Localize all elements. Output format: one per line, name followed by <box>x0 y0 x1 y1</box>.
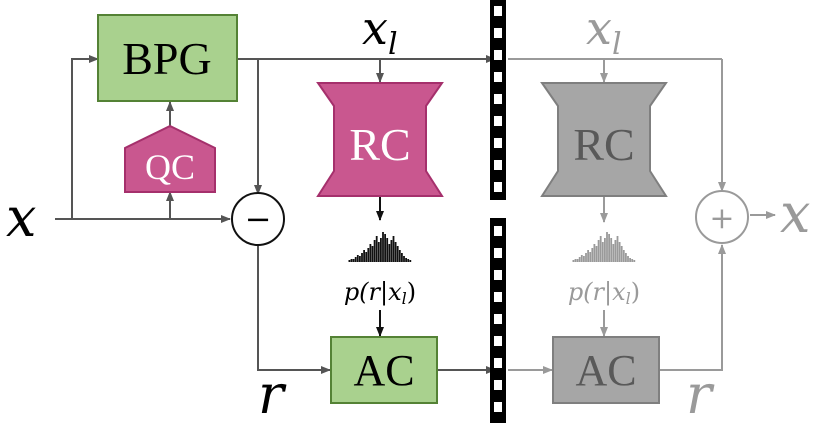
histogram-bar <box>593 244 596 262</box>
histogram-bar <box>350 259 353 262</box>
output-x-label: x <box>780 182 810 245</box>
histogram-bar <box>365 252 368 262</box>
histogram-bar <box>396 246 399 262</box>
decoder-residual-r-label: r <box>686 363 715 423</box>
filmstrip-bottom <box>490 218 506 423</box>
histogram-bar <box>359 256 361 262</box>
channel-filmstrip <box>490 0 506 423</box>
encoder-connectors <box>55 55 496 374</box>
histogram-bar <box>390 240 393 262</box>
decoder-xl-label: xl <box>586 1 622 62</box>
histogram-bar <box>604 238 606 262</box>
decoder-connectors <box>508 58 776 374</box>
decoder-rc-block: RC <box>540 82 668 197</box>
ac-label: AC <box>353 346 414 395</box>
filmstrip-top <box>490 0 506 200</box>
histogram-bar <box>614 240 617 262</box>
decoder-ac-label: AC <box>575 346 636 395</box>
distribution-histogram <box>348 232 412 262</box>
histogram-bar <box>578 257 581 262</box>
histogram-bar <box>384 234 386 262</box>
histogram-bar <box>616 236 619 262</box>
histogram-bar <box>629 258 631 262</box>
histogram-bar <box>373 240 376 262</box>
histogram-bar <box>361 253 363 262</box>
histogram-bar <box>631 259 634 262</box>
bpg-block: BPG <box>97 14 238 102</box>
histogram-bar <box>363 250 365 262</box>
histogram-bar <box>608 234 610 262</box>
decoder-ac-to-plus-line <box>659 244 726 371</box>
histogram-bar <box>610 238 613 262</box>
histogram-bar <box>583 256 585 262</box>
histogram-bar <box>591 248 594 262</box>
qc-label: QC <box>145 147 195 187</box>
residual-line <box>257 243 331 374</box>
bpg-label: BPG <box>122 33 211 84</box>
histogram-bar <box>354 257 357 262</box>
histogram-bar <box>405 258 407 262</box>
histogram-bar <box>371 246 374 262</box>
histogram-bar <box>394 242 397 262</box>
histogram-bar <box>585 253 587 262</box>
histogram-bar <box>576 259 579 262</box>
ac-block: AC <box>330 336 438 404</box>
histogram-bar <box>348 260 351 262</box>
histogram-bar <box>392 236 395 262</box>
qc-block: QC <box>124 124 216 193</box>
minus-symbol: − <box>245 200 272 238</box>
histogram-bar <box>612 244 615 262</box>
histogram-bar <box>595 246 598 262</box>
probability-label: p(r|xl) <box>344 278 416 308</box>
histogram-bar <box>388 244 391 262</box>
histogram-bar <box>601 242 604 262</box>
histogram-bar <box>382 232 384 262</box>
histogram-bar <box>633 260 636 262</box>
histogram-bar <box>606 232 608 262</box>
histogram-bar <box>622 250 625 262</box>
histogram-bar <box>352 259 355 262</box>
histogram-bar <box>597 240 600 262</box>
histogram-bar <box>356 255 359 262</box>
histogram-bar <box>367 248 370 262</box>
histogram-bar <box>369 244 372 262</box>
decoder-probability-label: p(r|xl) <box>568 278 640 308</box>
histogram-bar <box>618 242 621 262</box>
histogram-bar <box>599 236 602 262</box>
histogram-bar <box>409 260 412 262</box>
histogram-bar <box>375 236 378 262</box>
histogram-bar <box>401 253 403 262</box>
histogram-bar <box>572 260 575 262</box>
rc-block: RC <box>316 82 444 197</box>
plus-node: + <box>695 190 749 244</box>
histogram-bar <box>407 259 410 262</box>
histogram-bar <box>587 250 589 262</box>
histogram-bar <box>589 252 592 262</box>
histogram-bar <box>377 242 380 262</box>
decoder-ac-block: AC <box>552 336 660 404</box>
histogram-bar <box>580 255 583 262</box>
minus-node: − <box>231 192 285 246</box>
histogram-bar <box>620 246 623 262</box>
decoder-distribution-histogram <box>572 232 636 262</box>
histogram-bar <box>627 256 629 262</box>
histogram-bar <box>386 238 389 262</box>
histogram-bar <box>398 250 401 262</box>
histogram-bar <box>403 256 405 262</box>
histogram-bar <box>380 238 382 262</box>
xl-label: xl <box>362 1 398 62</box>
decoder-rc-label: RC <box>573 119 634 170</box>
input-x-label: x <box>6 186 36 249</box>
rc-label: RC <box>349 119 410 170</box>
plus-symbol: + <box>709 201 734 236</box>
histogram-bar <box>625 253 627 262</box>
input-to-bpg-line <box>71 55 99 219</box>
residual-r-label: r <box>258 363 287 423</box>
histogram-bar <box>574 259 577 262</box>
